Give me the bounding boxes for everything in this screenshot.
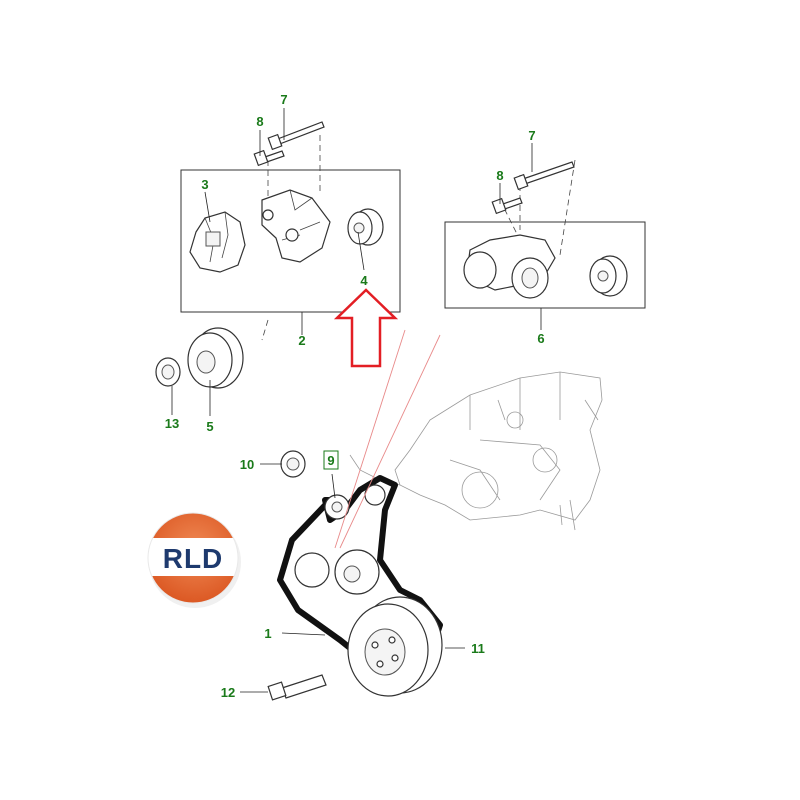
callout-7-right: 7 <box>528 128 535 143</box>
cap-10 <box>280 450 306 478</box>
callout-5: 5 <box>206 419 213 434</box>
belt-pulleys <box>294 484 386 595</box>
callout-11: 11 <box>471 641 485 656</box>
crank-pulley-11 <box>347 596 443 697</box>
rld-logo: RLD <box>147 512 241 608</box>
callout-9: 9 <box>327 453 334 468</box>
callout-9-box <box>323 450 339 470</box>
callout-10: 10 <box>240 457 254 472</box>
tensioner-assembly <box>189 189 331 273</box>
tensioner-assembly-6 <box>463 161 628 299</box>
callout-1: 1 <box>264 626 271 641</box>
assembly-box-2 <box>180 169 401 313</box>
pulley-5 <box>187 327 244 389</box>
callout-12: 12 <box>221 685 235 700</box>
cap-13 <box>155 357 181 387</box>
engine-block-outline <box>349 371 603 531</box>
callout-4: 4 <box>360 273 368 288</box>
callout-6: 6 <box>537 331 544 346</box>
highlight-arrow <box>333 288 399 368</box>
reference-line-2 <box>339 334 441 549</box>
callout-3: 3 <box>201 177 208 192</box>
leader-lines <box>171 108 542 693</box>
callout-13: 13 <box>165 416 179 431</box>
callout-8-left: 8 <box>256 114 263 129</box>
bolt-12 <box>267 674 327 701</box>
callout-2: 2 <box>298 333 305 348</box>
reference-line-1 <box>334 329 406 549</box>
logo-text: RLD <box>163 543 224 574</box>
callout-7-left: 7 <box>280 92 287 107</box>
assembly-dash-lines <box>261 135 576 341</box>
idler-pulley <box>347 208 384 246</box>
assembly-box-6 <box>444 221 646 309</box>
bolt-7-left <box>267 121 325 151</box>
callout-labels: 1 2 3 4 5 6 7 7 8 8 9 10 11 12 13 <box>165 92 545 700</box>
bolt-8-left <box>253 149 285 167</box>
callout-8-right: 8 <box>496 168 503 183</box>
